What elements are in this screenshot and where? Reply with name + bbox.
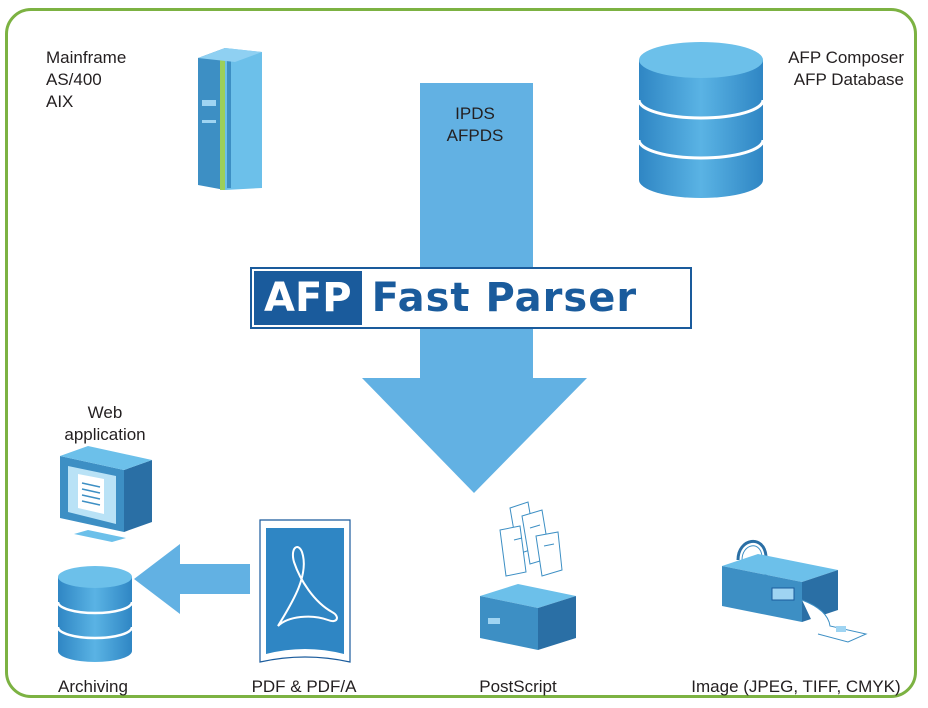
- arrow-label: IPDS AFPDS: [420, 103, 530, 147]
- pdf-label: PDF & PDF/A: [251, 677, 357, 696]
- web-application-label: Web application: [50, 402, 160, 446]
- ipds-line: IPDS: [455, 104, 495, 123]
- postscript-label: PostScript: [479, 677, 557, 696]
- aix-line: AIX: [46, 92, 74, 111]
- application-line: application: [64, 425, 146, 444]
- afp-fast-parser-banner: AFP Fast Parser: [250, 267, 692, 329]
- afp-composer-line: AFP Composer: [788, 48, 904, 67]
- server-icon: [198, 48, 262, 190]
- as400-line: AS/400: [46, 70, 102, 89]
- pdf-document-icon: [259, 519, 351, 663]
- left-arrow: [134, 544, 250, 614]
- afp-database-line: AFP Database: [793, 70, 904, 89]
- composer-label: AFP Composer AFP Database: [760, 47, 904, 91]
- archiving-label: Archiving: [58, 677, 128, 696]
- afpds-line: AFPDS: [446, 126, 504, 145]
- banner-afp-text: AFP: [254, 271, 362, 325]
- mainframe-label: Mainframe AS/400 AIX: [46, 47, 126, 113]
- image-label: Image (JPEG, TIFF, CMYK): [691, 677, 901, 696]
- mainframe-line: Mainframe: [46, 48, 127, 67]
- database-icon: [637, 42, 765, 198]
- web-line: Web: [87, 403, 123, 422]
- diagram-frame: [5, 8, 917, 698]
- archive-database-icon: [56, 566, 134, 662]
- printer-icon: [480, 501, 576, 650]
- monitor-icon: [60, 446, 152, 542]
- banner-fast-parser-text: Fast Parser: [371, 275, 638, 321]
- image-printer-icon: [722, 539, 868, 643]
